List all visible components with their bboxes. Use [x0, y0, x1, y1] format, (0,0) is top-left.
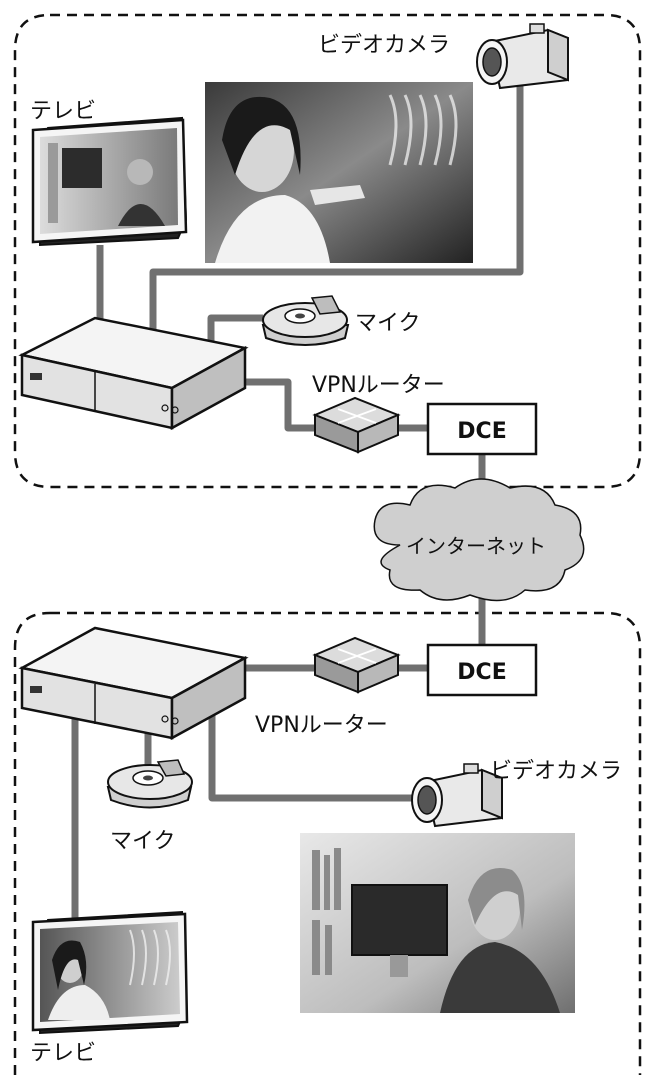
tv-b-label: テレビ — [30, 1041, 96, 1066]
video-camera-a-label: ビデオカメラ — [318, 33, 450, 58]
microphone-a — [261, 295, 350, 346]
codec-unit-a — [18, 316, 249, 431]
dce-a-box — [426, 402, 538, 456]
tv-b — [31, 910, 189, 1035]
cable-mic-to-codec-a — [207, 314, 263, 345]
video-camera-b — [411, 763, 503, 828]
tv-a-label: テレビ — [30, 99, 96, 124]
dce-a-label: DCE — [457, 419, 506, 444]
site-b-cables — [71, 590, 486, 938]
site-a-border — [13, 13, 642, 489]
vpn-router-a — [312, 396, 401, 454]
photo-site-a — [205, 82, 473, 263]
dce-b-label: DCE — [457, 660, 506, 685]
internet-cloud — [373, 478, 585, 602]
video-camera-a — [476, 23, 569, 90]
site-b-border — [13, 611, 642, 1075]
dce-b-box — [426, 643, 538, 697]
site-a-cables — [96, 78, 524, 500]
cable-camera-to-codec-a — [149, 78, 524, 330]
photo-site-b — [300, 833, 575, 1013]
video-camera-b-label: ビデオカメラ — [490, 759, 622, 784]
microphone-a-label: マイク — [355, 311, 421, 336]
vpn-router-b-label: VPNルーター — [255, 713, 388, 738]
internet-cloud-label: インターネット — [406, 534, 546, 558]
microphone-b — [106, 759, 193, 809]
vpn-router-b — [312, 636, 401, 694]
cable-codec-to-router-a — [245, 378, 315, 432]
microphone-b-label: マイク — [110, 829, 176, 854]
vpn-router-a-label: VPNルーター — [312, 373, 445, 398]
codec-unit-b — [18, 626, 249, 741]
tv-a — [31, 116, 188, 247]
cable-codec-to-camera-b — [208, 712, 420, 802]
